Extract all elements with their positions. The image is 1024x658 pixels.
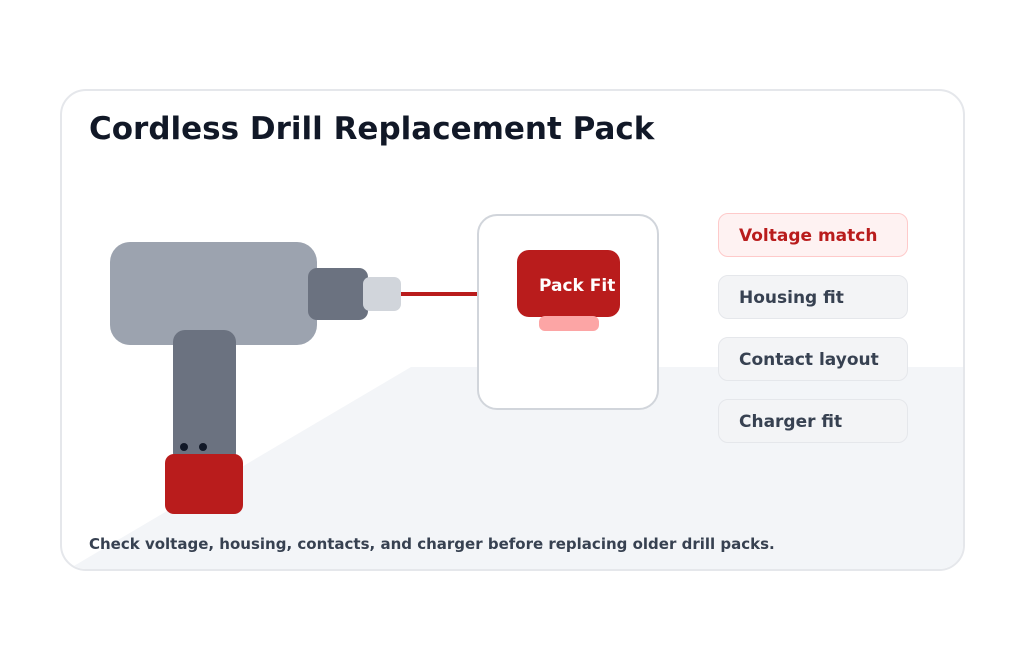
check-contact-layout[interactable]: Contact layout <box>718 337 908 381</box>
check-housing-fit[interactable]: Housing fit <box>718 275 908 319</box>
check-label: Housing fit <box>739 288 844 308</box>
battery-pack-icon: Pack Fit <box>517 250 620 317</box>
footer-note: Check voltage, housing, contacts, and ch… <box>89 535 775 553</box>
check-charger-fit[interactable]: Charger fit <box>718 399 908 443</box>
drill-chuck <box>363 277 401 311</box>
check-label: Voltage match <box>739 226 878 246</box>
drill-illustration <box>110 242 478 514</box>
check-label: Charger fit <box>739 412 843 432</box>
drill-handle <box>173 330 236 465</box>
pack-fit-label: Pack Fit <box>539 276 616 296</box>
drill-battery <box>165 454 243 514</box>
handle-dot <box>199 443 207 451</box>
page-title: Cordless Drill Replacement Pack <box>89 111 655 147</box>
drill-body <box>110 242 317 345</box>
pack-fit-panel: Pack Fit <box>477 214 659 410</box>
check-label: Contact layout <box>739 350 879 370</box>
checklist: Voltage match Housing fit Contact layout… <box>718 213 908 461</box>
battery-tab <box>539 316 599 331</box>
drill-motor <box>308 268 368 320</box>
product-card: Cordless Drill Replacement Pack Pack Fit… <box>60 89 965 571</box>
check-voltage-match[interactable]: Voltage match <box>718 213 908 257</box>
handle-dot <box>180 443 188 451</box>
